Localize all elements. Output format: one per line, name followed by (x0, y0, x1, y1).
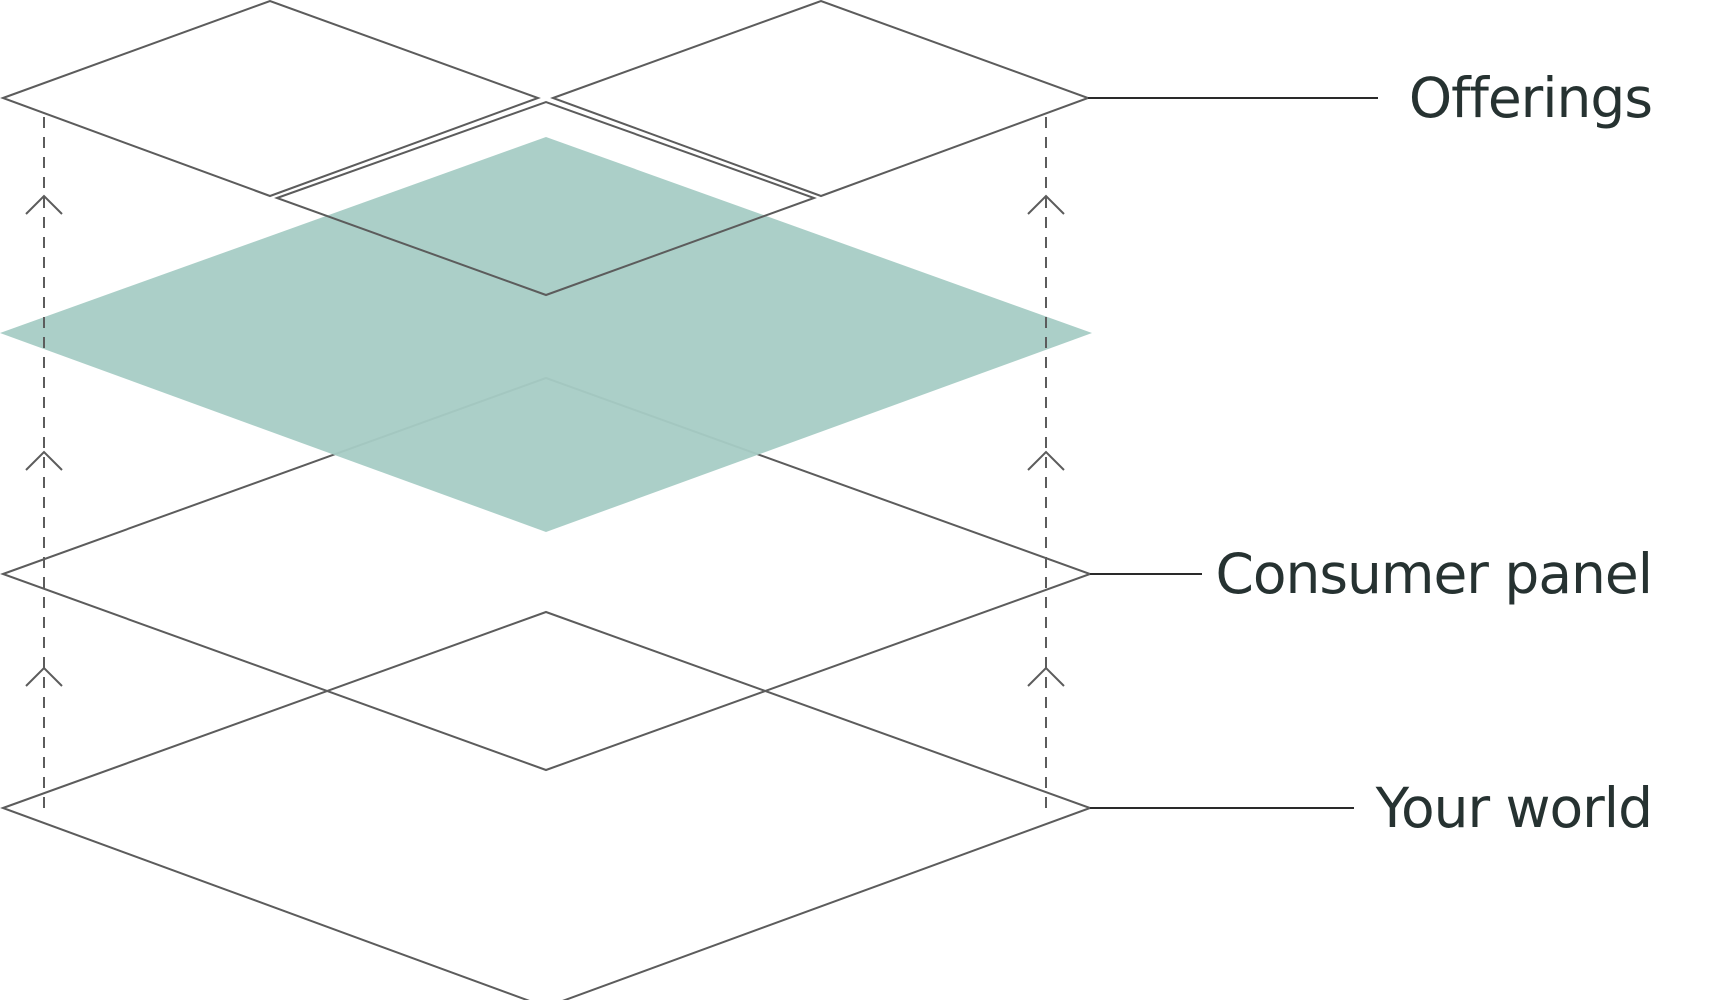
up-arrow-icon (25, 666, 63, 687)
offerings-tile-left (0, 0, 541, 198)
up-arrow-icon (25, 450, 63, 471)
highlight-layer (0, 137, 1092, 532)
offerings-label: Offerings (1409, 66, 1652, 130)
up-arrow-icon (1027, 450, 1065, 471)
your-world-label: Your world (1375, 776, 1652, 840)
up-arrow-icon (1027, 194, 1065, 215)
up-arrow-icon (25, 194, 63, 215)
consumer-panel-label: Consumer panel (1215, 542, 1652, 606)
offerings-tile-right (550, 0, 1091, 198)
offerings-tile-bottom (274, 100, 817, 297)
up-arrow-icon (1027, 666, 1065, 687)
your-world-layer (0, 610, 1093, 1000)
flow-lines (25, 108, 1065, 808)
